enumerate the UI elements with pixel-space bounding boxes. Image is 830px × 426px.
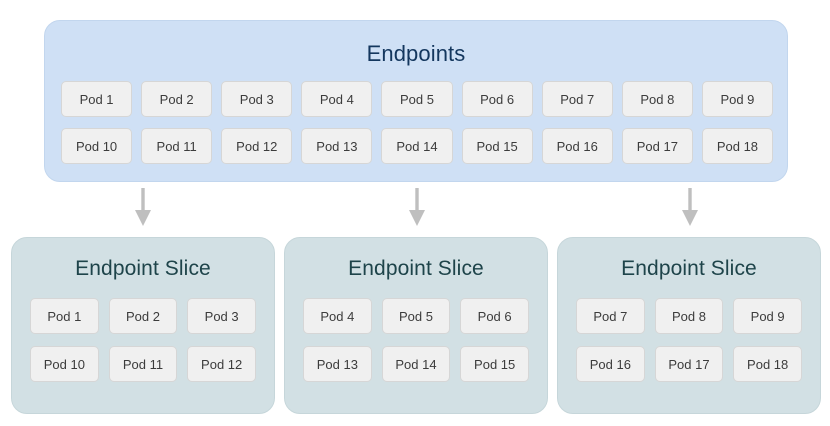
pod-chip[interactable]: Pod 9 [733, 298, 802, 334]
pod-chip[interactable]: Pod 11 [108, 346, 178, 382]
arrow-to-slice-2 [406, 188, 428, 226]
pod-chip[interactable]: Pod 8 [621, 81, 693, 117]
pod-chip[interactable]: Pod 10 [30, 346, 99, 382]
pod-chip[interactable]: Pod 3 [187, 298, 256, 334]
endpoint-slice-title: Endpoint Slice [348, 257, 484, 280]
pod-chip[interactable]: Pod 1 [61, 81, 133, 117]
pod-chip[interactable]: Pod 18 [733, 346, 802, 382]
pod-chip[interactable]: Pod 16 [541, 128, 613, 164]
pod-chip[interactable]: Pod 2 [141, 81, 213, 117]
pod-chip[interactable]: Pod 8 [654, 298, 724, 334]
pod-chip[interactable]: Pod 6 [460, 298, 529, 334]
pod-chip[interactable]: Pod 14 [381, 128, 453, 164]
pod-chip[interactable]: Pod 2 [108, 298, 178, 334]
pod-chip[interactable]: Pod 7 [576, 298, 645, 334]
endpoint-slice-title: Endpoint Slice [75, 257, 211, 280]
pod-chip[interactable]: Pod 11 [141, 128, 213, 164]
pod-chip[interactable]: Pod 17 [621, 128, 693, 164]
arrow-to-slice-3 [679, 188, 701, 226]
pod-chip[interactable]: Pod 3 [221, 81, 293, 117]
pod-chip[interactable]: Pod 13 [301, 128, 373, 164]
pod-chip[interactable]: Pod 15 [461, 128, 533, 164]
pod-chip[interactable]: Pod 5 [381, 81, 453, 117]
pod-chip[interactable]: Pod 4 [303, 298, 372, 334]
pod-chip[interactable]: Pod 7 [541, 81, 613, 117]
pod-chip[interactable]: Pod 6 [461, 81, 533, 117]
pod-chip[interactable]: Pod 9 [701, 81, 773, 117]
arrow-to-slice-1 [132, 188, 154, 226]
pod-chip[interactable]: Pod 10 [61, 128, 133, 164]
pod-chip[interactable]: Pod 1 [30, 298, 99, 334]
endpoint-slice-title: Endpoint Slice [621, 257, 757, 280]
pod-chip[interactable]: Pod 12 [221, 128, 293, 164]
pod-chip[interactable]: Pod 4 [301, 81, 373, 117]
pod-chip[interactable]: Pod 16 [576, 346, 645, 382]
pod-chip[interactable]: Pod 14 [381, 346, 451, 382]
pod-chip[interactable]: Pod 17 [654, 346, 724, 382]
pod-chip[interactable]: Pod 13 [303, 346, 372, 382]
pod-chip[interactable]: Pod 15 [460, 346, 529, 382]
pod-chip[interactable]: Pod 12 [187, 346, 256, 382]
pod-chip[interactable]: Pod 5 [381, 298, 451, 334]
endpoints-title: Endpoints [366, 41, 466, 66]
pod-chip[interactable]: Pod 18 [701, 128, 773, 164]
